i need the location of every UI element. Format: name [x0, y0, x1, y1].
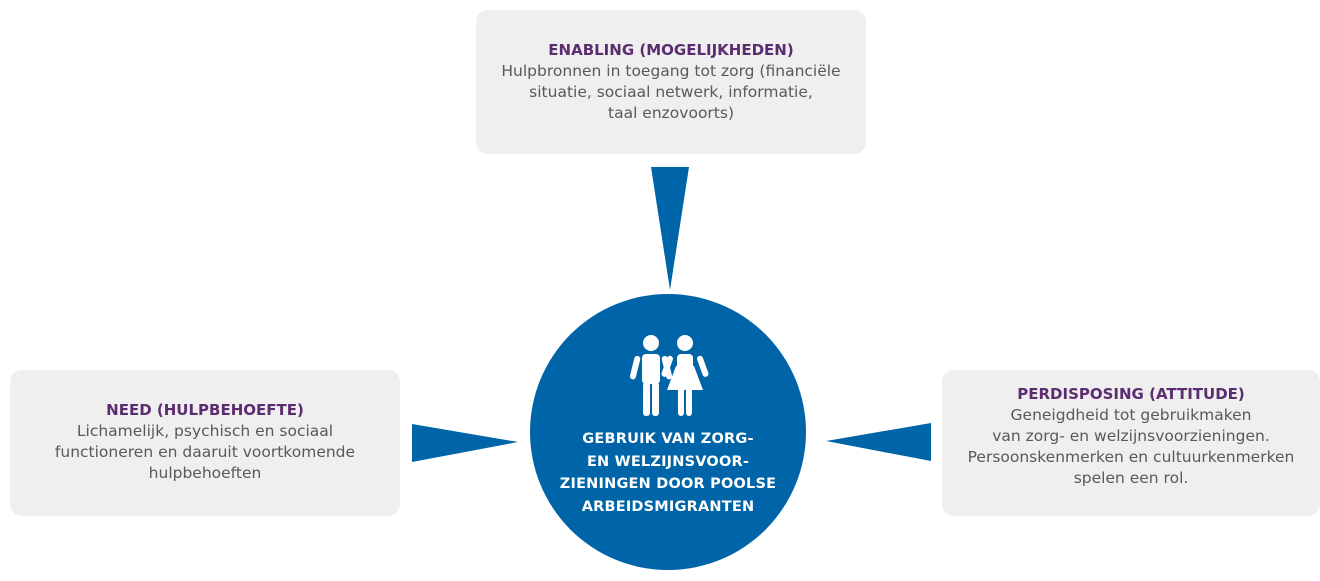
center-label-line: ARBEIDSMIGRANTEN	[581, 498, 755, 515]
predisposing-box: PERDISPOSING (ATTITUDE) Geneigdheid tot …	[942, 370, 1320, 516]
need-description-line: hulpbehoeften	[148, 464, 262, 482]
center-label-line: ZIENINGEN DOOR POOLSE	[559, 476, 777, 492]
predisposing-description-line: van zorg- en welzijnsvoorzieningen.	[992, 427, 1270, 445]
need-title: NEED (HULPBEHOEFTE)	[106, 401, 304, 419]
predisposing-description-line: spelen een rol.	[1073, 469, 1189, 487]
center-circle: GEBRUIK VAN ZORG- EN WELZIJNSVOOR- ZIENI…	[530, 294, 806, 570]
predisposing-description-line: Persoonskenmerken en cultuurkenmerken	[967, 448, 1295, 466]
arrow-right-from-need	[412, 424, 518, 462]
predisposing-description-line: Geneigdheid tot gebruikmaken	[1010, 406, 1252, 424]
predisposing-title: PERDISPOSING (ATTITUDE)	[1017, 385, 1245, 403]
center-label: GEBRUIK VAN ZORG- EN WELZIJNSVOOR- ZIENI…	[530, 428, 806, 518]
enabling-description-line: situatie, sociaal netwerk, informatie,	[529, 83, 813, 101]
enabling-title: ENABLING (MOGELIJKHEDEN)	[548, 41, 794, 59]
arrow-down-from-enabling	[651, 167, 689, 290]
need-description-line: functioneren en daaruit voortkomende	[54, 443, 356, 461]
center-label-line: GEBRUIK VAN ZORG-	[582, 431, 754, 447]
enabling-description-line: taal enzovoorts)	[608, 104, 734, 122]
center-label-line: EN WELZIJNSVOOR-	[586, 453, 750, 470]
enabling-description-line: Hulpbronnen in toegang tot zorg (financi…	[501, 62, 841, 80]
need-description-line: Lichamelijk, psychisch en sociaal	[76, 422, 334, 440]
people-icon	[629, 335, 709, 416]
arrow-left-from-predisposing	[826, 423, 931, 461]
enabling-box: ENABLING (MOGELIJKHEDEN) Hulpbronnen in …	[476, 10, 866, 154]
need-box: NEED (HULPBEHOEFTE) Lichamelijk, psychis…	[10, 370, 400, 516]
